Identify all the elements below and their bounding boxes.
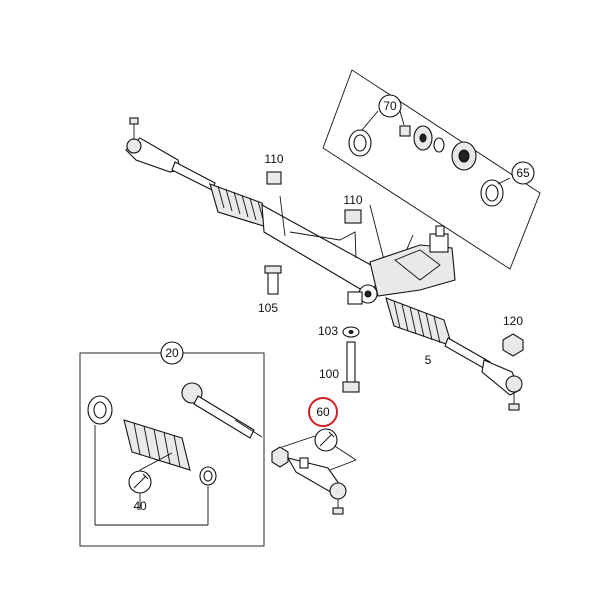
bearing-c	[451, 141, 477, 171]
bolt-100	[342, 341, 360, 393]
ring-40a	[87, 395, 113, 425]
svg-text:103: 103	[318, 324, 338, 338]
steering-rack	[125, 117, 523, 411]
washer-103	[342, 326, 360, 338]
wrench-icon-60	[314, 428, 338, 452]
wrench-icon	[128, 470, 152, 494]
boot-40	[123, 419, 191, 471]
nut-120	[502, 333, 524, 357]
nut-110-left	[266, 171, 282, 185]
seal-ring-65	[480, 179, 504, 207]
svg-text:5: 5	[425, 353, 432, 367]
bearing-a	[413, 125, 433, 151]
seal-ring-70	[348, 129, 372, 157]
svg-text:70: 70	[383, 99, 397, 113]
small-nut-70	[399, 125, 411, 137]
callout-5[interactable]: 5	[425, 353, 432, 367]
svg-text:40: 40	[133, 499, 147, 513]
tie-rod-inner-20	[181, 382, 263, 439]
svg-text:60: 60	[316, 405, 330, 419]
svg-text:100: 100	[319, 367, 339, 381]
callout-110-left[interactable]: 110	[264, 152, 283, 166]
callout-110-right[interactable]: 110	[343, 193, 362, 207]
svg-text:110: 110	[264, 152, 283, 166]
callout-70[interactable]: 70	[378, 94, 402, 118]
tie-rod-end-60	[271, 434, 357, 515]
ring-40b	[199, 466, 217, 486]
callout-103[interactable]: 103	[318, 324, 338, 338]
highlight-ring	[308, 397, 338, 427]
callout-40[interactable]: 40	[133, 499, 147, 513]
svg-text:65: 65	[516, 166, 530, 180]
callout-20[interactable]: 20	[160, 341, 184, 365]
callout-60[interactable]: 60	[308, 397, 338, 427]
svg-text:120: 120	[503, 314, 523, 328]
callout-105[interactable]: 105	[258, 301, 278, 315]
bolt-105	[264, 265, 282, 295]
callout-65[interactable]: 65	[511, 161, 535, 185]
bearing-b	[433, 137, 445, 153]
svg-text:105: 105	[258, 301, 278, 315]
callout-100[interactable]: 100	[319, 367, 339, 381]
svg-text:20: 20	[165, 346, 179, 360]
nut-110-right	[344, 209, 362, 224]
svg-text:110: 110	[343, 193, 362, 207]
callout-120[interactable]: 120	[503, 314, 523, 328]
